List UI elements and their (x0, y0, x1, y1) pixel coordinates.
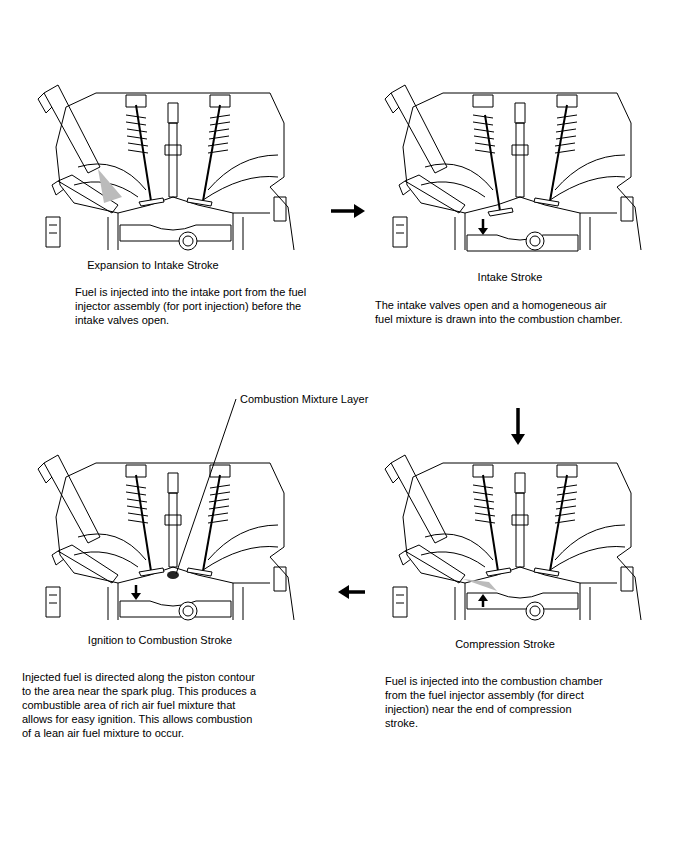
engine-drawing (385, 85, 641, 251)
stage-caption: Expansion to Intake Stroke (38, 258, 268, 272)
stage-description: Fuel is injected into the combustion cha… (385, 674, 605, 730)
stage-description: The intake valves open and a homogeneous… (375, 298, 625, 326)
arrow-head (354, 204, 365, 218)
stage-panel: Ignition to Combustion StrokeInjected fu… (15, 452, 335, 752)
stage-caption: Intake Stroke (385, 270, 635, 284)
stage-caption: Compression Stroke (385, 637, 625, 651)
stage-description: Injected fuel is directed along the pist… (22, 670, 258, 740)
arrow-head (338, 585, 349, 599)
arrow-shaft (349, 590, 365, 594)
engine-drawing (38, 455, 294, 620)
leader-line (176, 399, 236, 574)
stage-description: Fuel is injected into the intake port fr… (75, 285, 325, 327)
stage-caption: Ignition to Combustion Stroke (20, 633, 300, 647)
stage-panel: Expansion to Intake StrokeFuel is inject… (28, 82, 328, 340)
arrow-head (511, 434, 525, 445)
flow-arrow (511, 408, 525, 445)
arrow-shaft (331, 209, 354, 213)
flow-arrow (331, 204, 365, 218)
arrow-shaft (516, 408, 520, 434)
engine-drawing (385, 455, 641, 620)
stage-panel: Intake StrokeThe intake valves open and … (368, 82, 668, 405)
flow-arrow (338, 585, 365, 599)
engine-drawing (38, 85, 294, 250)
stage-panel: Compression StrokeFuel is injected into … (368, 448, 668, 732)
callout-label: Combustion Mixture Layer (238, 392, 370, 406)
